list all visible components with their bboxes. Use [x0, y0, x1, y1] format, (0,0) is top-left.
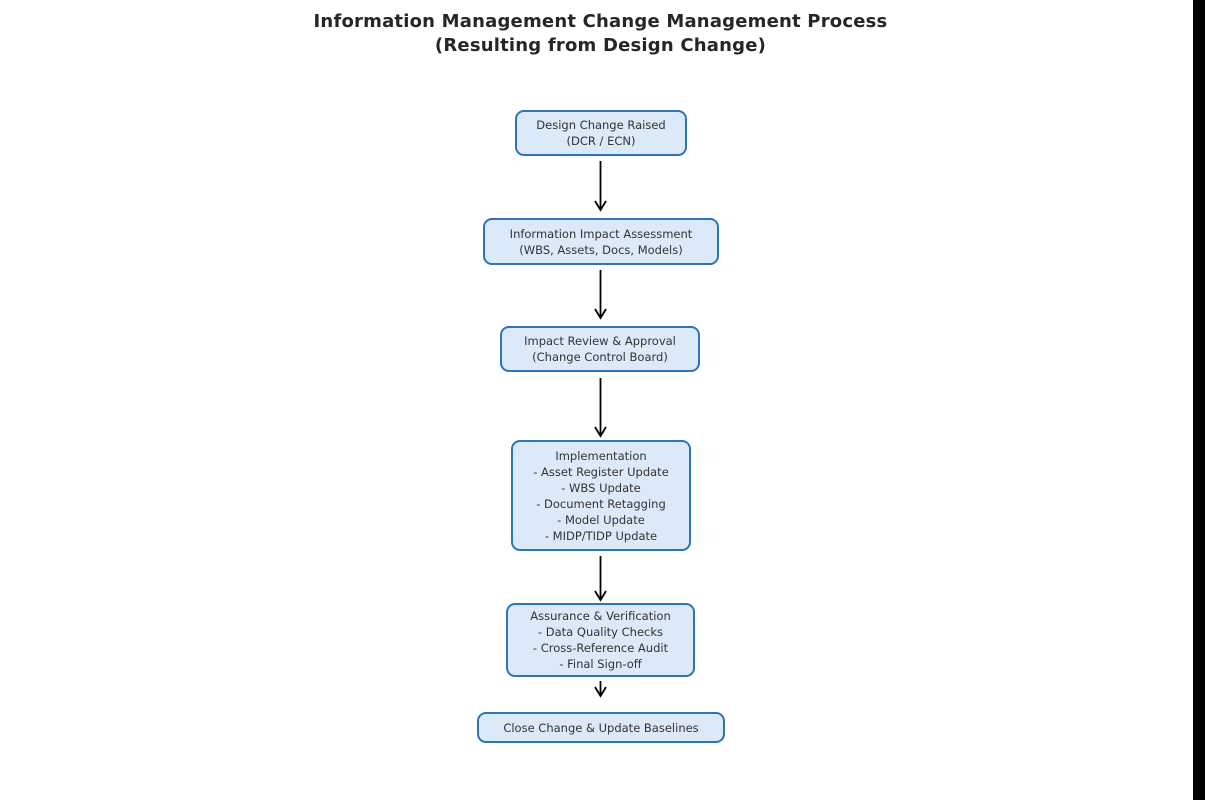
node-implementation: Implementation - Asset Register Update -… — [511, 440, 691, 551]
arrow-down-icon — [594, 270, 607, 320]
arrow-down-icon — [594, 681, 607, 698]
arrow-down-icon — [594, 378, 607, 438]
diagram-title: Information Management Change Management… — [313, 11, 888, 56]
node-assurance-verification: Assurance & Verification - Data Quality … — [506, 603, 695, 677]
node-close-change-update-baselines: Close Change & Update Baselines — [477, 712, 725, 743]
arrow-down-icon — [594, 161, 607, 212]
node-information-impact-assessment: Information Impact Assessment (WBS, Asse… — [483, 218, 719, 265]
right-letterbox-band — [1193, 0, 1205, 800]
arrow-down-icon — [594, 556, 607, 602]
node-design-change-raised: Design Change Raised (DCR / ECN) — [515, 110, 687, 156]
node-impact-review-approval: Impact Review & Approval (Change Control… — [500, 326, 700, 372]
